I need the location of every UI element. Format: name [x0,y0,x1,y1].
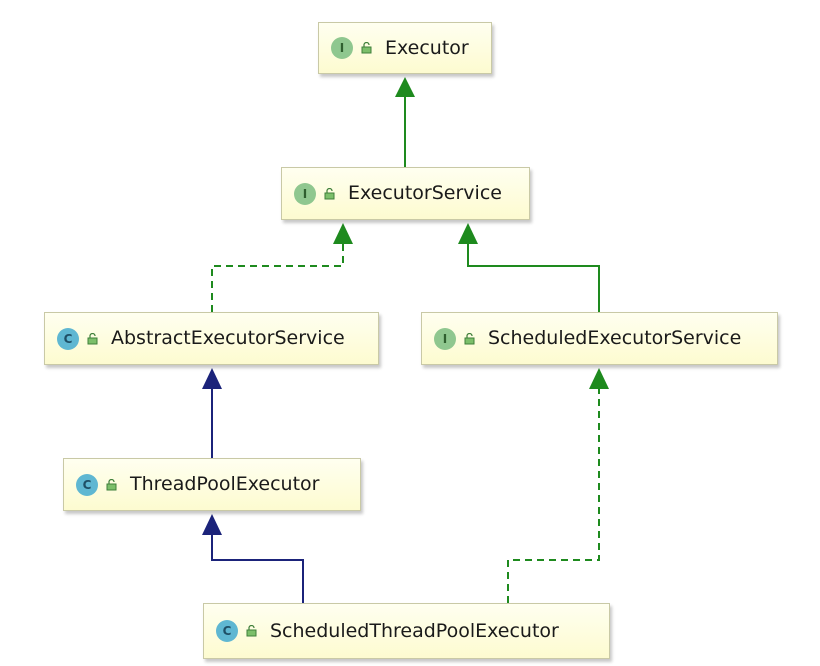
edge-scheduledthreadpoolexecutor-implements-scheduledexecutorservice [507,368,609,603]
public-access-icon [246,625,257,637]
edge-executorservice-extends-executor [395,77,415,167]
node-label: Executor [385,36,469,59]
node-label: AbstractExecutorService [111,327,345,349]
public-access-icon [324,187,335,199]
interface-icon: I [434,327,456,350]
edge-threadpoolexecutor-extends-abstractexecutorservice [202,368,222,458]
node-label: ScheduledThreadPoolExecutor [270,619,559,642]
class-icon: C [57,327,79,350]
edge-scheduledthreadpoolexecutor-extends-threadpoolexecutor [202,514,304,603]
interface-icon: I [294,182,316,205]
node-thread-pool-executor[interactable]: C ThreadPoolExecutor [63,458,361,511]
public-access-icon [361,42,372,54]
node-executor-service[interactable]: I ExecutorService [281,167,530,220]
public-access-icon [464,332,475,344]
node-executor[interactable]: I Executor [318,22,492,74]
edge-scheduledexecutorservice-extends-executorservice [458,223,600,312]
edge-abstractexecutorservice-implements-executorservice [211,223,353,312]
class-icon: C [216,620,238,642]
node-scheduled-executor-service[interactable]: I ScheduledExecutorService [421,312,778,365]
node-label: ScheduledExecutorService [488,327,742,349]
node-label: ThreadPoolExecutor [130,473,320,495]
public-access-icon [106,478,117,490]
node-label: ExecutorService [348,182,502,204]
public-access-icon [87,332,98,344]
node-abstract-executor-service[interactable]: C AbstractExecutorService [44,312,379,365]
interface-icon: I [331,37,353,59]
class-icon: C [76,473,98,496]
node-scheduled-thread-pool-executor[interactable]: C ScheduledThreadPoolExecutor [203,603,610,659]
